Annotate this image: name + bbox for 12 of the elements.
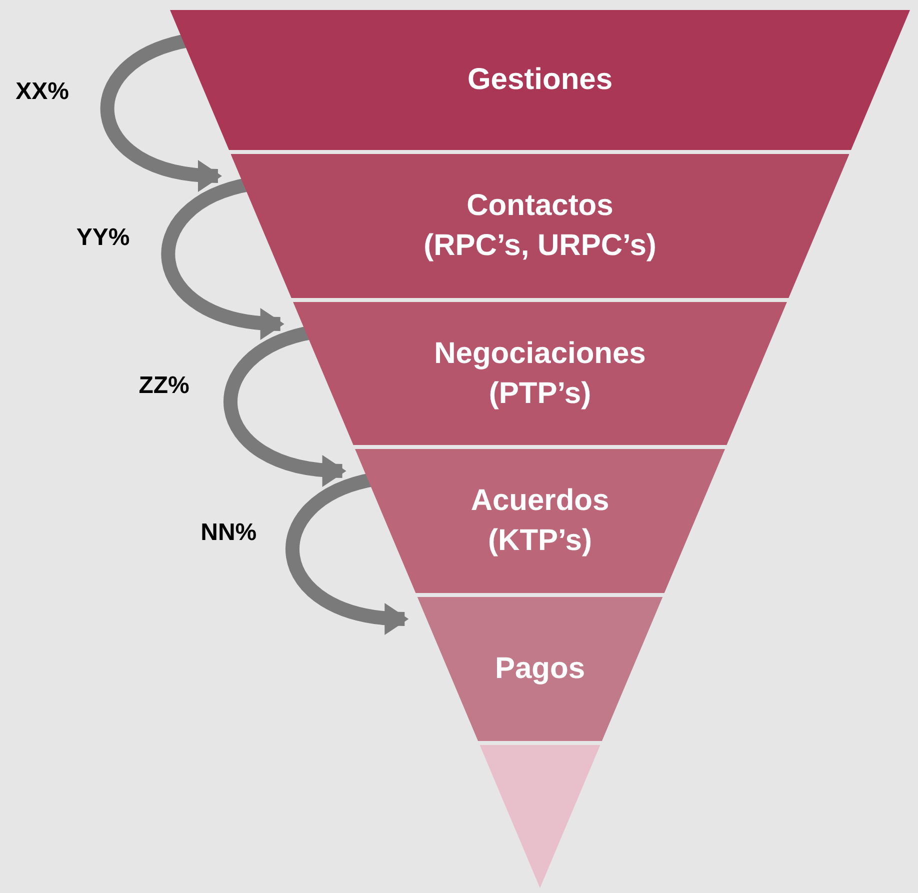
band-label: Pagos [494,651,585,687]
curved-arrow [286,472,409,634]
band-label: Contactos [466,188,614,224]
curved-arrow [224,325,346,486]
band-label: Gestiones [467,62,613,98]
band-label: (KTP’s) [488,523,592,559]
curved-arrow [100,33,222,191]
band-label: Negociaciones [434,336,646,372]
curved-arrow [162,177,284,338]
band-label: Acuerdos [470,483,610,519]
band-label: (PTP’s) [488,376,592,412]
band-label: (RPC’s, URPC’s) [424,228,656,264]
